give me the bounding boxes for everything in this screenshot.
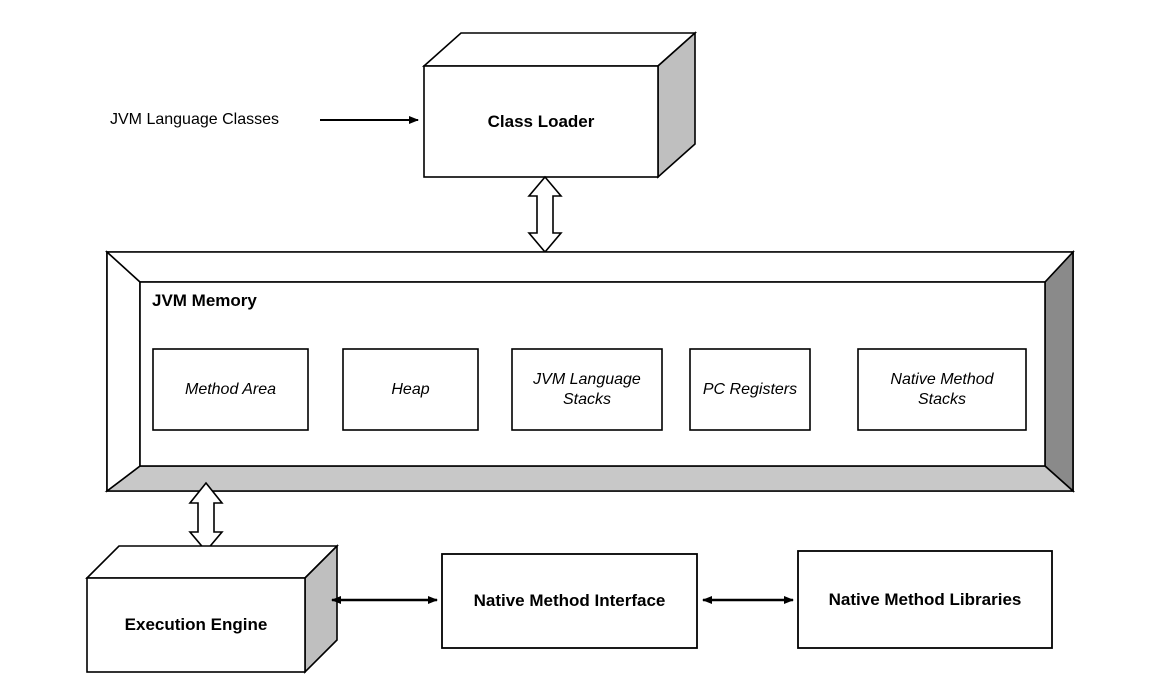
memory-region-box-native-method-stacks [857, 348, 1027, 431]
memory-region-box-jvm-language-stacks [511, 348, 663, 431]
memory-region-box-method-area [152, 348, 309, 431]
class-loader-shape[interactable] [421, 31, 698, 179]
native-method-libraries-shape[interactable] [797, 550, 1053, 649]
native-method-interface-shape[interactable] [441, 553, 698, 649]
memory-region-box-pc-registers [689, 348, 811, 431]
jvm-memory-to-execution-engine-arrow [188, 481, 224, 553]
class-loader-to-jvm-memory-arrow [527, 175, 563, 254]
jvm-memory-shape[interactable] [104, 249, 1076, 493]
execution-engine-shape[interactable] [85, 544, 339, 674]
memory-region-box-heap [342, 348, 479, 431]
